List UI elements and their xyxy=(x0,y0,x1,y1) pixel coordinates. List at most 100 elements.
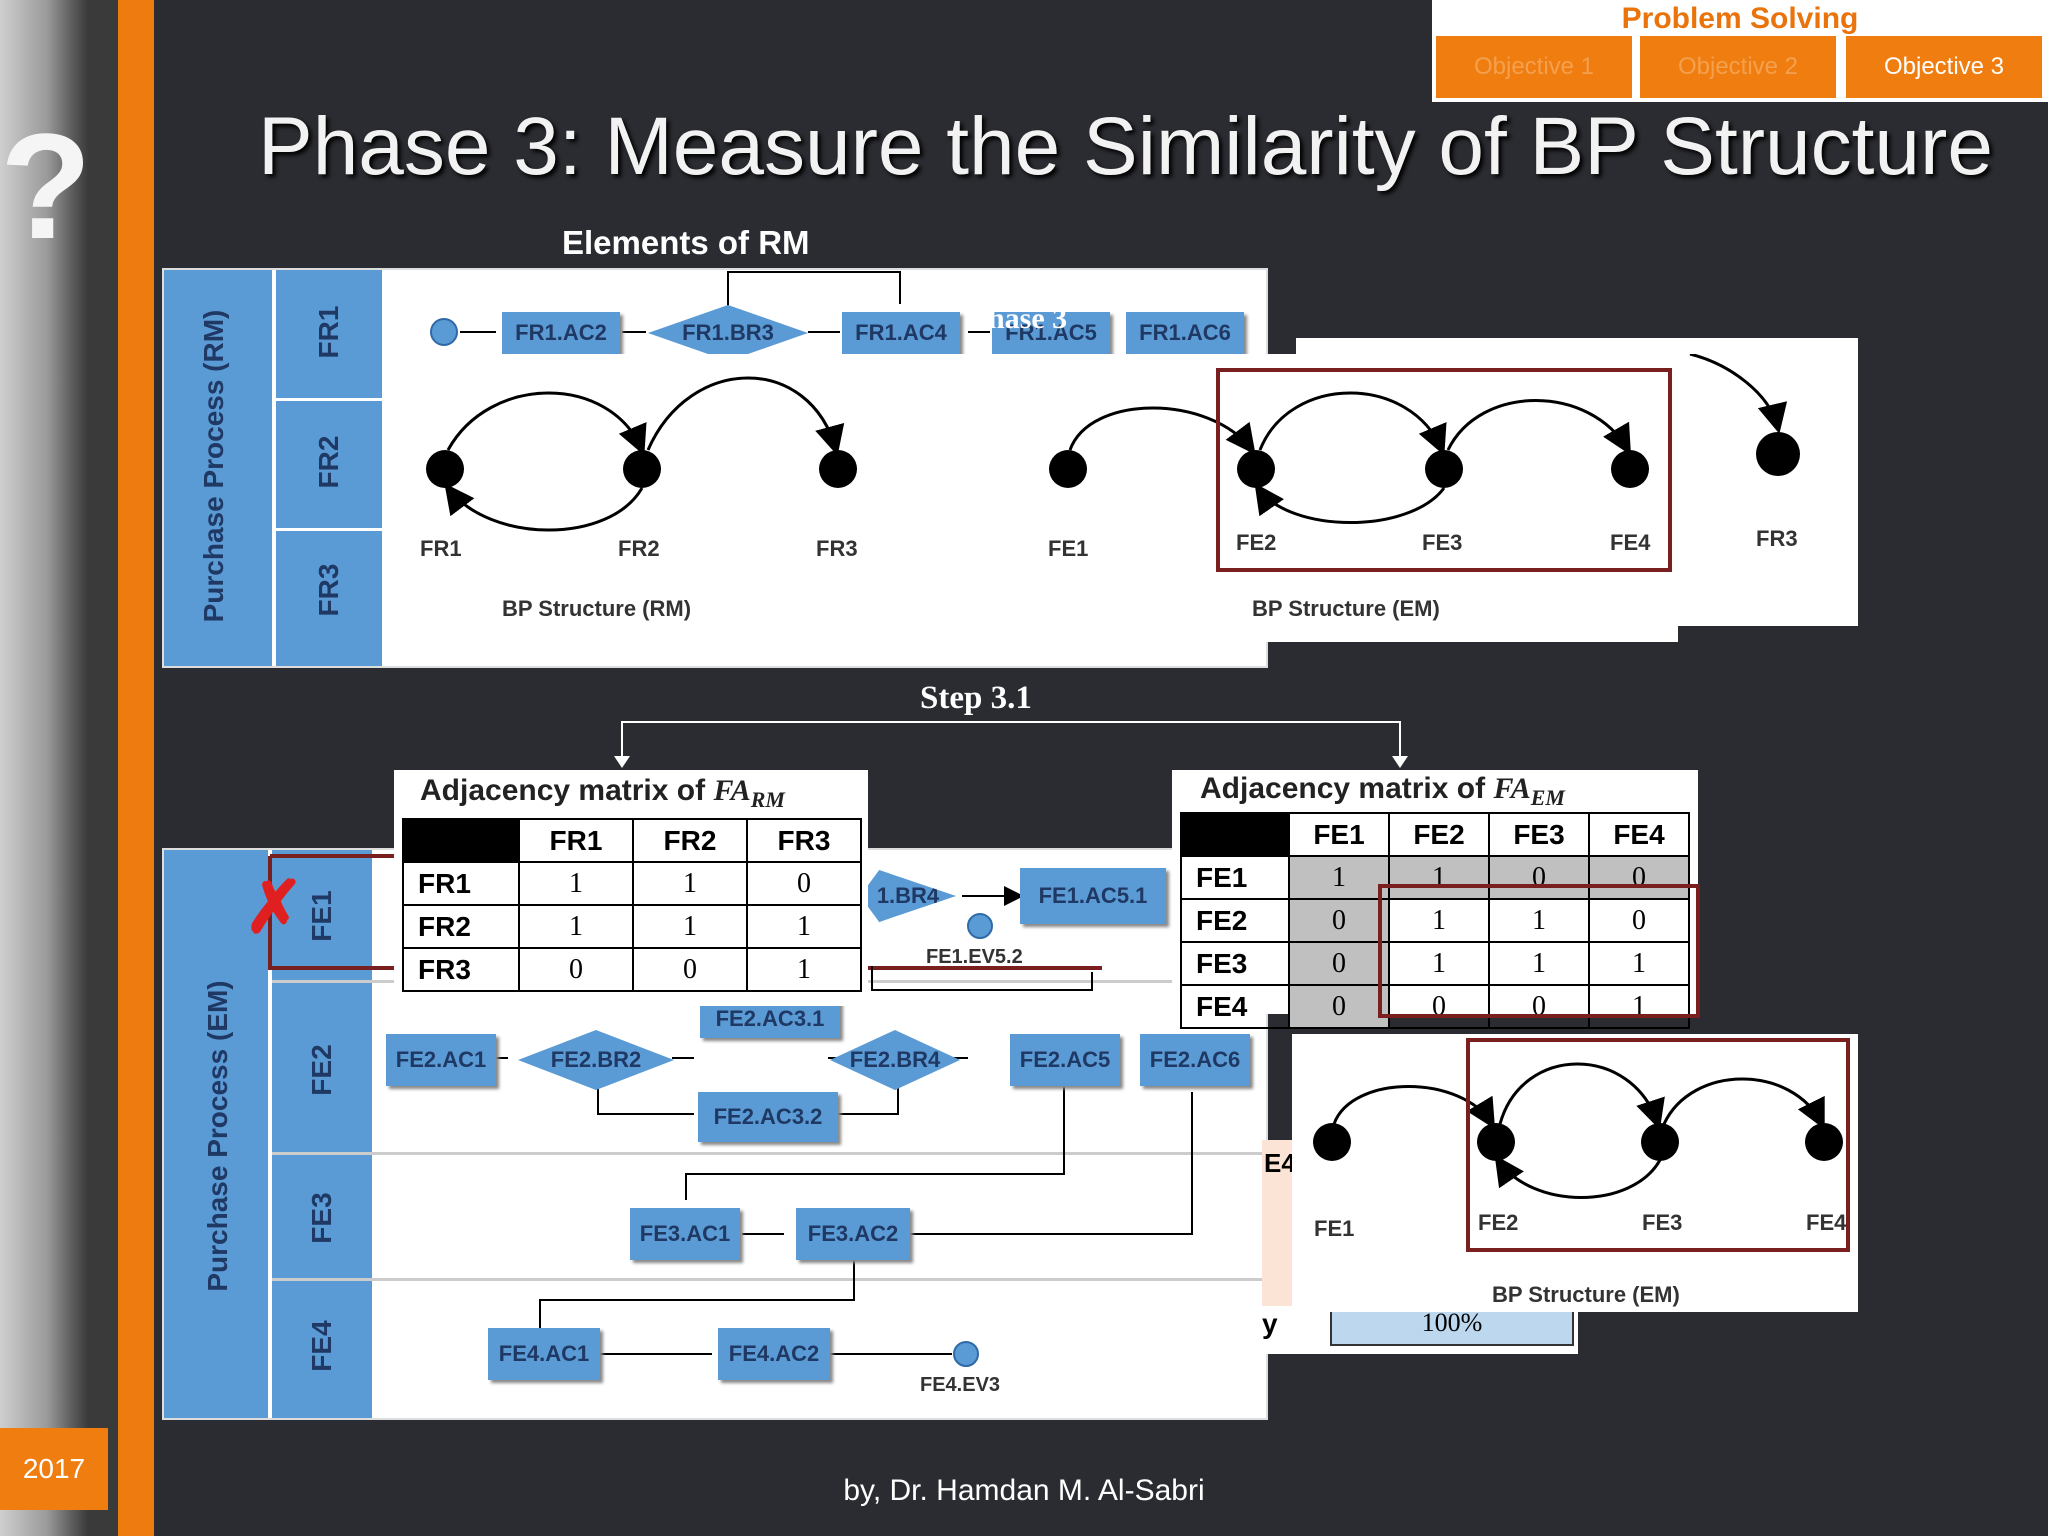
table-row: FR1 1 1 0 xyxy=(402,861,862,906)
matrix-cell: 1 xyxy=(1388,898,1490,943)
em-box-fe4-ac2: FE4.AC2 xyxy=(718,1328,830,1380)
matrix-cell: 0 xyxy=(518,947,634,992)
matrix-cell: 1 xyxy=(632,861,748,906)
table-row: FR1 FR2 FR3 xyxy=(402,818,862,863)
submatrix-highlight xyxy=(1378,884,1700,1018)
tab-objective-1[interactable]: Objective 1 xyxy=(1436,36,1632,98)
em-node-label: FE4 xyxy=(1610,530,1651,555)
corner-cell xyxy=(1180,812,1290,857)
column-header: FE1 xyxy=(1288,812,1390,857)
matrix-cell: 1 xyxy=(746,904,862,949)
em-node-label: FE3 xyxy=(1642,1210,1683,1235)
divider xyxy=(276,528,382,531)
node-fr2 xyxy=(623,450,661,488)
node-fr3-extra xyxy=(1756,432,1800,476)
tab-objective-2[interactable]: Objective 2 xyxy=(1640,36,1836,98)
rm-node-label: FR2 xyxy=(618,536,660,561)
matrix-cell: 1 xyxy=(1388,855,1490,900)
partial-table-row: y xyxy=(1262,1308,1278,1339)
rm-matrix-title: Adjacency matrix of FARM xyxy=(420,774,785,813)
rm-node-label: FR1 xyxy=(420,536,462,561)
rm-box-fr1-ac6: FR1.AC6 xyxy=(1126,312,1244,354)
node-fr1 xyxy=(426,450,464,488)
table-row: FR2 1 1 1 xyxy=(402,904,862,949)
slide-title: Phase 3: Measure the Similarity of BP St… xyxy=(258,101,1993,192)
matrix-cell: 0 xyxy=(1288,941,1390,986)
step-label: Step 3.1 xyxy=(920,680,1032,716)
node-fe3 xyxy=(1641,1123,1679,1161)
em-box-fe3-ac2: FE3.AC2 xyxy=(796,1208,910,1260)
table-row: FE1 1 1 0 0 xyxy=(1180,855,1690,900)
column-header: FE2 xyxy=(1388,812,1490,857)
matrix-cell: 0 xyxy=(1488,984,1590,1029)
node-fe3 xyxy=(1425,450,1463,488)
end-event xyxy=(953,1341,979,1367)
column-header: FR3 xyxy=(746,818,862,863)
partial-table-header: E4 xyxy=(1264,1148,1296,1178)
em-structure-label: BP Structure (EM) xyxy=(1492,1282,1680,1307)
em-process-lane xyxy=(164,850,268,1418)
matrix-title-text: Adjacency matrix of xyxy=(420,774,714,807)
rm-lane-fr3: FR3 xyxy=(313,563,344,617)
node-fe1 xyxy=(1313,1123,1351,1161)
footer-author: by, Dr. Hamdan M. Al-Sabri xyxy=(843,1474,1205,1507)
row-header: FR1 xyxy=(402,861,520,906)
em-node-label: FR3 xyxy=(1756,526,1798,551)
end-event xyxy=(967,913,993,939)
em-box-fe2-ac5: FE2.AC5 xyxy=(1010,1034,1120,1086)
em-box-fe2-ac6: FE2.AC6 xyxy=(1140,1034,1250,1086)
rm-structure-label: BP Structure (RM) xyxy=(502,596,692,621)
matrix-cell: 1 xyxy=(632,904,748,949)
row-header: FE1 xyxy=(1180,855,1290,900)
rm-lane-column xyxy=(276,270,382,666)
rm-box-fr1-ac4: FR1.AC4 xyxy=(842,312,960,354)
row-header: FR3 xyxy=(402,947,520,992)
node-fe2 xyxy=(1477,1123,1515,1161)
matrix-cell: 0 xyxy=(1288,984,1390,1029)
table-row: FE3 0 1 1 1 xyxy=(1180,941,1690,986)
rm-lane-fr2: FR2 xyxy=(313,435,344,489)
nav-section-title: Problem Solving xyxy=(1621,2,1859,35)
matrix-cell: 0 xyxy=(632,947,748,992)
matrix-cell: 1 xyxy=(1488,898,1590,943)
em-structure-label: BP Structure (EM) xyxy=(1252,596,1440,621)
matrix-cell: 1 xyxy=(1488,941,1590,986)
tab-objective-3[interactable]: Objective 3 xyxy=(1846,36,2042,98)
rm-caption: Elements of RM xyxy=(562,224,810,261)
rm-process-lane xyxy=(164,270,272,666)
rm-lane-fr1: FR1 xyxy=(313,305,344,359)
matrix-cell: 1 xyxy=(746,947,862,992)
corner-cell xyxy=(402,818,520,863)
divider xyxy=(276,398,382,401)
rm-flow-arrows xyxy=(430,271,990,346)
matrix-cell: 1 xyxy=(1388,941,1490,986)
matrix-title-text: Adjacency matrix of xyxy=(1200,772,1494,805)
matrix-subscript: EM xyxy=(1530,785,1565,810)
table-row: FR3 0 0 1 xyxy=(402,947,862,992)
matrix-subscript: RM xyxy=(750,787,785,812)
background-image xyxy=(0,0,118,1536)
column-header: FR2 xyxy=(632,818,748,863)
rm-node-label: FR3 xyxy=(816,536,858,561)
year-badge: 2017 xyxy=(0,1428,108,1510)
matrix-symbol: FA xyxy=(713,774,751,807)
table-row: FE4 0 0 0 1 xyxy=(1180,984,1690,1029)
column-header: FE4 xyxy=(1588,812,1690,857)
rm-em-structure-graph xyxy=(426,354,1800,572)
em-box-fe2-ac3-1: FE2.AC3.1 xyxy=(700,1000,840,1038)
node-fe2 xyxy=(1237,450,1275,488)
em-node-label: FE1 xyxy=(1314,1216,1355,1241)
phase-overlay-text: hase 3 xyxy=(988,302,1068,335)
em-highlight-frame xyxy=(1466,1038,1850,1252)
column-header: FE3 xyxy=(1488,812,1590,857)
matrix-cell: 0 xyxy=(1588,898,1690,943)
divider xyxy=(272,1152,1266,1155)
rm-process-label: Purchase Process (RM) xyxy=(198,309,229,623)
matrix-cell: 0 xyxy=(1488,855,1590,900)
rm-box-fr1-ac2: FR1.AC2 xyxy=(502,312,620,354)
em-node-label: FE1 xyxy=(1048,536,1089,561)
em-adjacency-table: FE1 FE2 FE3 FE4 FE1 1 1 0 0 FE2 0 1 1 0 … xyxy=(1180,812,1690,1029)
node-fe4 xyxy=(1805,1123,1843,1161)
matrix-cell: 1 xyxy=(1588,984,1690,1029)
similarity-value: 100% xyxy=(1330,1306,1574,1346)
